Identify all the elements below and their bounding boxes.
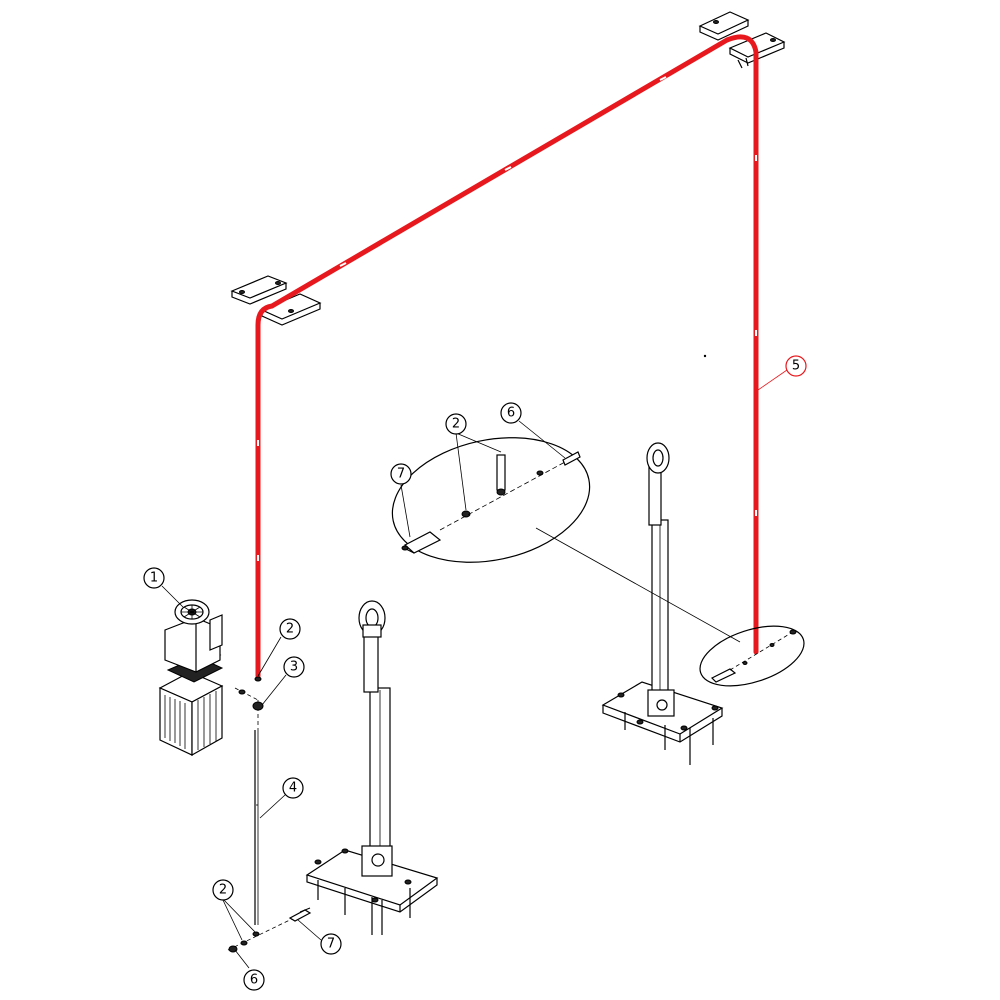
tee-fittings: [234, 676, 264, 730]
callout-2-detail-label: 2: [452, 417, 460, 432]
detail-coupler: [403, 531, 442, 554]
callout-6-lower-label: 6: [250, 973, 258, 988]
highlighted-hydraulic-line: [255, 34, 759, 679]
right-post: [601, 442, 724, 765]
left-post: [305, 600, 439, 935]
leader-lines: [161, 369, 788, 969]
callout-3-label: 3: [290, 660, 298, 675]
left-column-upper: [363, 629, 379, 693]
callout-7-detail: 7: [390, 463, 412, 485]
callout-5: 5: [785, 355, 807, 377]
callout-2-upper-label: 2: [286, 622, 294, 637]
vertical-hose: [254, 730, 259, 925]
callout-1: 1: [143, 567, 165, 589]
callout-5-label: 5: [792, 359, 800, 374]
detail-ellipse-small: [699, 625, 805, 687]
callout-7-lower: 7: [320, 933, 342, 955]
callout-6-lower: 6: [243, 969, 265, 991]
callout-4-label: 4: [289, 781, 297, 796]
callout-2-lower-label: 2: [219, 883, 227, 898]
callout-7-detail-label: 7: [397, 467, 405, 482]
right-anchor-bolts: [624, 712, 714, 765]
detail-ellipse-large: [391, 437, 591, 563]
callout-1-label: 1: [150, 571, 158, 586]
red-hose-path: [255, 34, 759, 679]
left-anchor-bolts: [317, 880, 411, 935]
lower-fittings: [227, 907, 312, 953]
callout-2-upper: 2: [279, 618, 301, 640]
right-top-bracket: [698, 11, 786, 69]
callout-2-detail: 2: [445, 413, 467, 435]
right-pulley: [646, 442, 670, 474]
detail-plug: [562, 451, 581, 466]
callout-7-lower-label: 7: [327, 937, 335, 952]
detail-connector-line: [535, 527, 741, 643]
callout-4: 4: [282, 777, 304, 799]
motor-pump-unit: [158, 599, 224, 757]
right-column-upper: [648, 464, 662, 526]
callout-6-detail: 6: [500, 402, 522, 424]
callout-3: 3: [283, 656, 305, 678]
callout-6-detail-label: 6: [507, 406, 515, 421]
callout-2-lower: 2: [212, 879, 234, 901]
